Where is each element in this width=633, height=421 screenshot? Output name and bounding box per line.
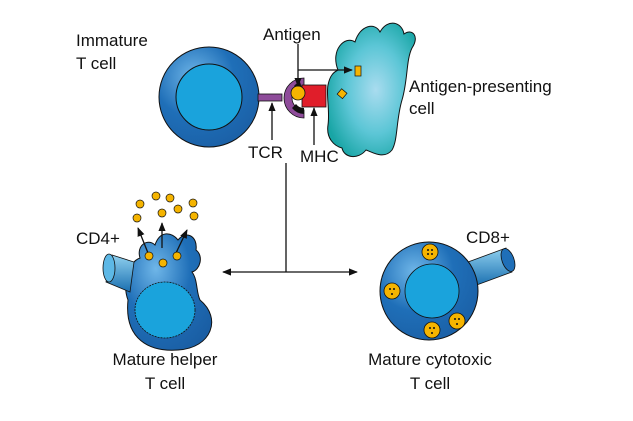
cytokines [132, 191, 199, 268]
cytokine-secretion-arrows [137, 222, 188, 254]
antigen-fragment [336, 88, 348, 100]
immature-t-cell-label-line1: Immature [76, 31, 148, 50]
mhc-molecule [301, 84, 327, 108]
apc-label-line1: Antigen-presenting [409, 77, 552, 96]
cytotoxic-label-line1: Mature cytotoxic [368, 350, 492, 369]
cytotoxic-granules [383, 243, 466, 339]
helper-label-line1: Mature helper [113, 350, 218, 369]
cd4-label: CD4+ [76, 229, 120, 248]
antigen-presenting-cell [326, 22, 416, 157]
helper-label-line2: T cell [145, 374, 185, 393]
apc-label-line2: cell [409, 99, 435, 118]
cytotoxic-label-line2: T cell [410, 374, 450, 393]
immature-t-cell-label-line2: T cell [76, 54, 116, 73]
mature-helper-t-cell [102, 191, 213, 351]
antigen-fragment [354, 65, 362, 77]
tcr-label: TCR [248, 143, 283, 162]
mature-cytotoxic-t-cell [379, 241, 516, 341]
antigen-label: Antigen [263, 25, 321, 44]
mhc-label: MHC [300, 147, 339, 166]
immature-t-cell [158, 46, 260, 148]
antigen-molecule [290, 85, 306, 101]
cd4-receptor [102, 253, 135, 293]
cd8-label: CD8+ [466, 228, 510, 247]
